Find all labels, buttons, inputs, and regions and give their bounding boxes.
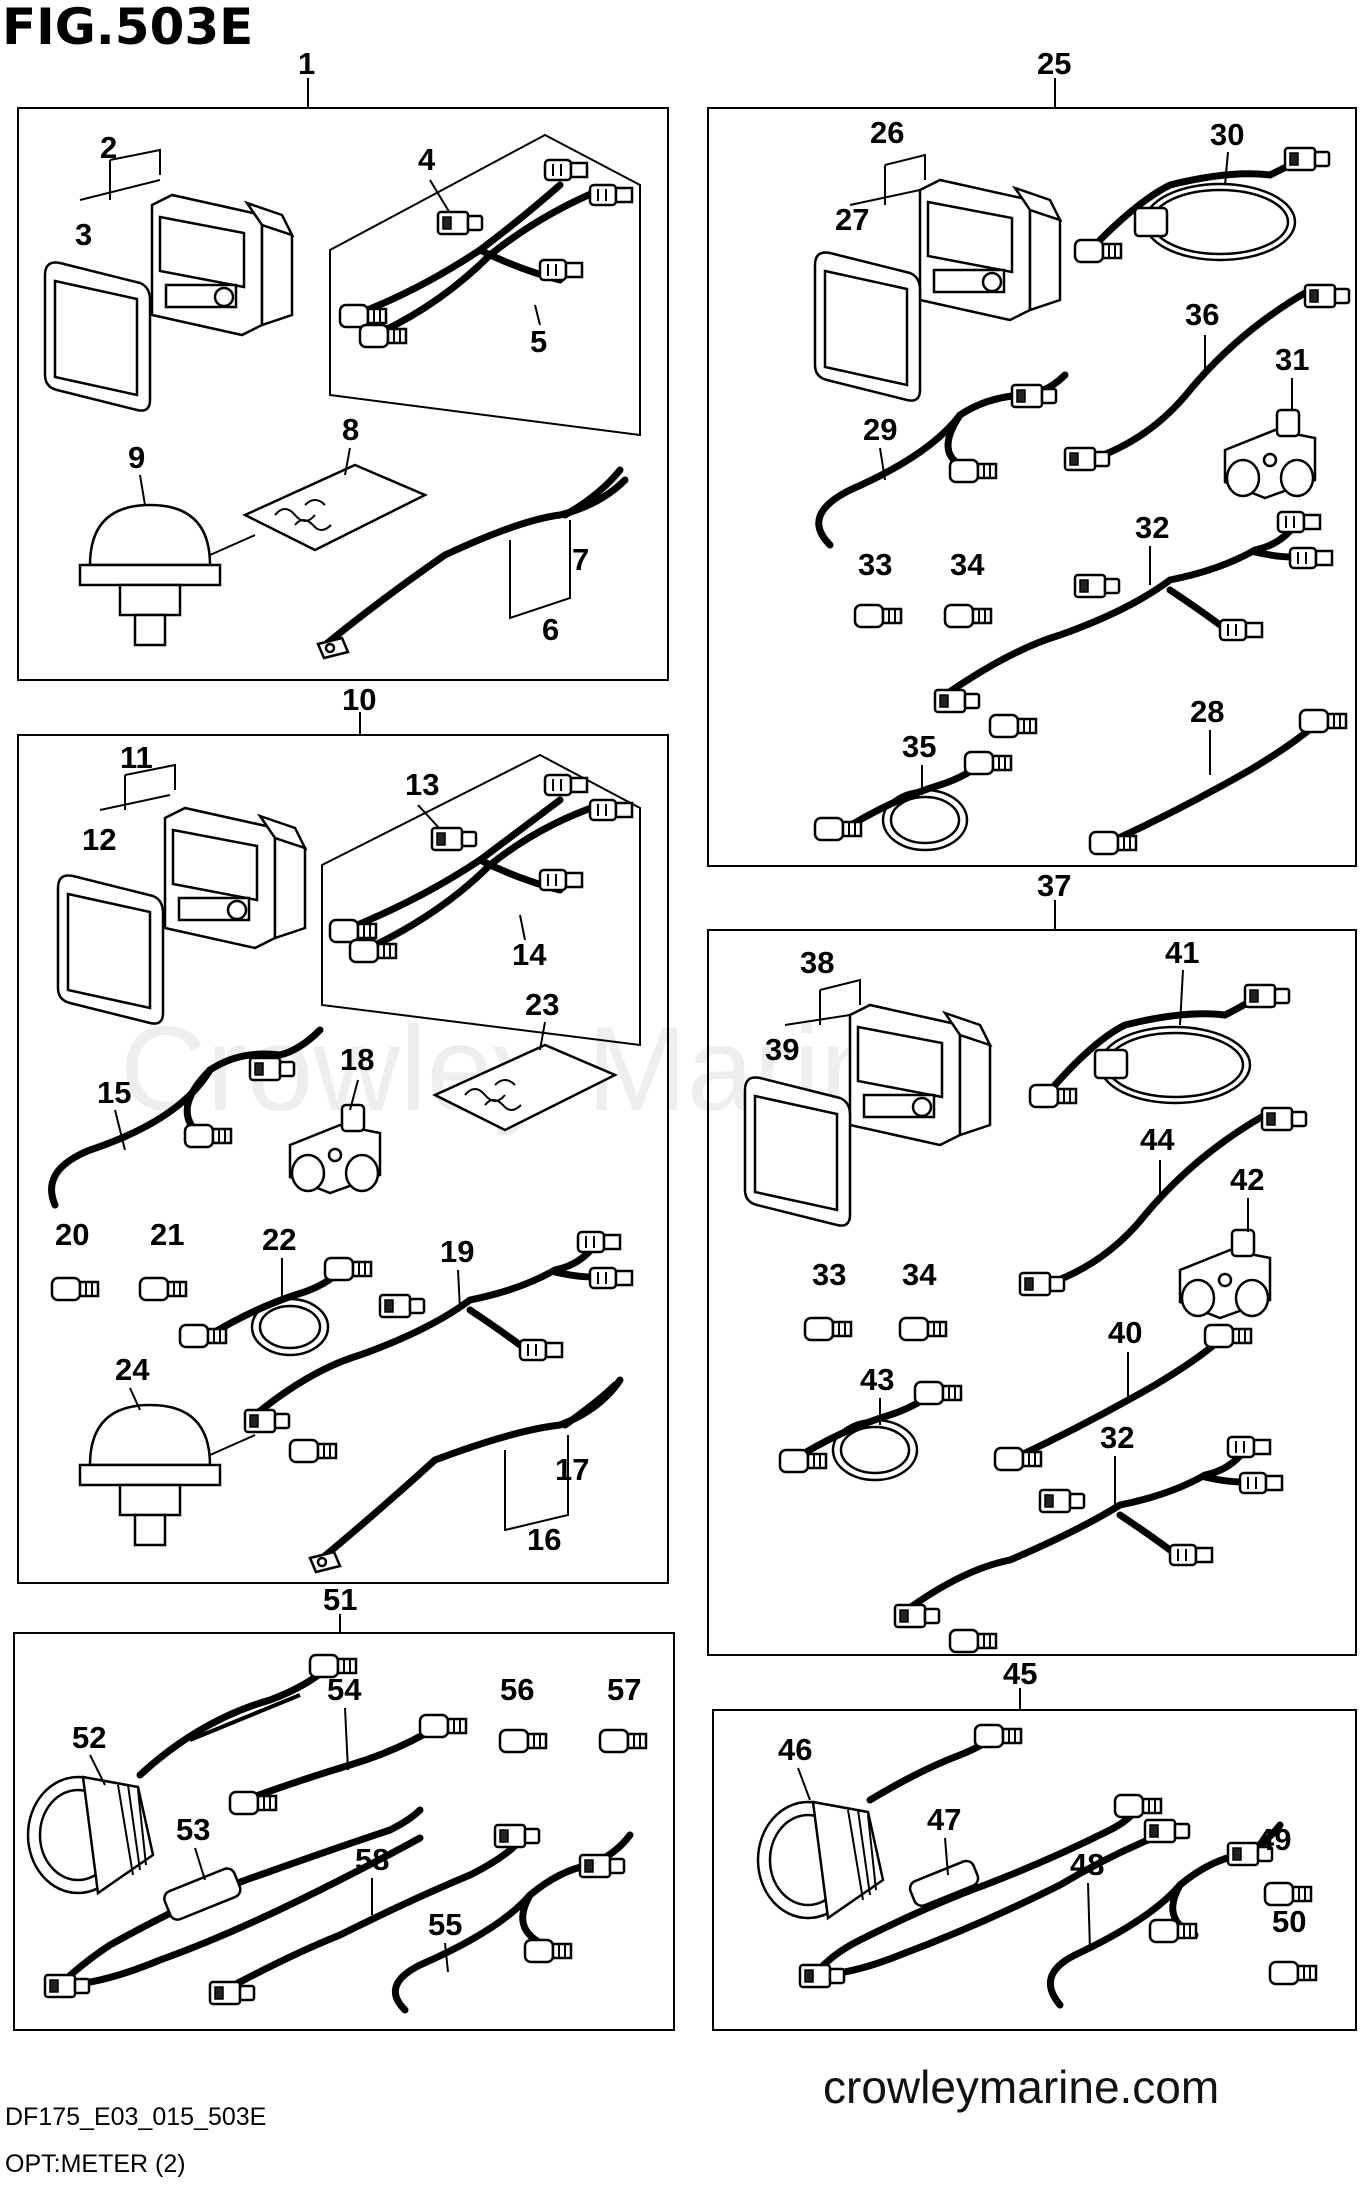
gauge-46: [756, 1800, 885, 1920]
group-37: 37 38 39 41 44 42 33 34 43: [707, 868, 1357, 1656]
callout-35: 35: [902, 729, 936, 764]
callout-7: 7: [572, 542, 589, 577]
callout-34b: 34: [902, 1257, 937, 1292]
callout-47: 47: [927, 1802, 961, 1837]
callout-2: 2: [100, 130, 117, 165]
callout-42: 42: [1230, 1162, 1264, 1197]
callout-32a: 32: [1135, 510, 1169, 545]
callout-33a: 33: [858, 547, 892, 582]
callout-49: 49: [1257, 1822, 1291, 1857]
callout-6: 6: [542, 612, 559, 647]
bezel-3: [43, 261, 152, 412]
callout-12: 12: [82, 822, 116, 857]
callout-22: 22: [262, 1222, 296, 1257]
tee-42: [1178, 1228, 1272, 1320]
meter-2: [150, 193, 294, 337]
callout-58: 58: [355, 1842, 389, 1877]
callout-11: 11: [120, 740, 153, 775]
callout-15: 15: [97, 1075, 131, 1110]
callout-34a: 34: [950, 547, 985, 582]
callout-45: 45: [1003, 1656, 1037, 1691]
callout-40: 40: [1108, 1315, 1142, 1350]
callout-17: 17: [555, 1452, 589, 1487]
callout-14: 14: [512, 937, 547, 972]
callout-18: 18: [340, 1042, 374, 1077]
callout-27: 27: [835, 202, 869, 237]
callout-32b: 32: [1100, 1420, 1134, 1455]
callout-20: 20: [55, 1217, 89, 1252]
tee-31: [1223, 408, 1317, 500]
callout-29: 29: [863, 412, 897, 447]
group-25: 25 26 27 30 36 31 29 33 34: [707, 46, 1357, 867]
callout-51: 51: [323, 1582, 357, 1617]
figure-caption: OPT:METER (2): [5, 2150, 186, 2178]
bag-8: [243, 463, 427, 552]
callout-44: 44: [1140, 1122, 1175, 1157]
gps-9: [78, 503, 257, 647]
callout-37: 37: [1037, 868, 1071, 903]
callout-53: 53: [176, 1812, 210, 1847]
callout-23: 23: [525, 987, 559, 1022]
callout-10: 10: [342, 682, 376, 717]
callout-26: 26: [870, 115, 904, 150]
group-45: 45 46 47 48 49 50: [712, 1656, 1357, 2031]
callout-38: 38: [800, 945, 834, 980]
callout-46: 46: [778, 1732, 812, 1767]
callout-36: 36: [1185, 297, 1219, 332]
callout-43: 43: [860, 1362, 894, 1397]
callout-57: 57: [607, 1672, 641, 1707]
callout-52: 52: [72, 1720, 106, 1755]
callout-55: 55: [428, 1907, 462, 1942]
callout-50: 50: [1272, 1904, 1306, 1939]
callout-56: 56: [500, 1672, 534, 1707]
callout-9: 9: [128, 440, 145, 475]
callout-25: 25: [1037, 46, 1071, 81]
callout-30: 30: [1210, 117, 1244, 152]
gps-24: [78, 1403, 257, 1547]
website-text: crowleymarine.com: [823, 2061, 1219, 2113]
callout-39: 39: [765, 1032, 799, 1067]
callout-54: 54: [327, 1672, 362, 1707]
callout-33b: 33: [812, 1257, 846, 1292]
callout-31: 31: [1275, 342, 1309, 377]
group-51: 51 52 53 54 56 57 58 55: [13, 1582, 675, 2031]
group-10: 10 11 12 13 14 15 18 23 20: [17, 682, 669, 1584]
callout-8: 8: [342, 412, 359, 447]
figure-code: DF175_E03_015_503E: [5, 2103, 266, 2131]
callout-3: 3: [75, 217, 92, 252]
callout-1: 1: [298, 46, 315, 81]
callout-19: 19: [440, 1234, 474, 1269]
figure-title: FIG.503E: [2, 0, 253, 56]
callout-5: 5: [530, 324, 547, 359]
callout-13: 13: [405, 767, 439, 802]
callout-41: 41: [1165, 935, 1199, 970]
callout-21: 21: [150, 1217, 184, 1252]
group-1: 1 2 3 4 5 9 8 7 6: [17, 46, 669, 681]
callout-28: 28: [1190, 694, 1224, 729]
callout-16: 16: [527, 1522, 561, 1557]
callout-48: 48: [1070, 1847, 1104, 1882]
callout-24: 24: [115, 1352, 150, 1387]
gauge-52: [26, 1775, 155, 1895]
callout-4: 4: [418, 142, 436, 177]
